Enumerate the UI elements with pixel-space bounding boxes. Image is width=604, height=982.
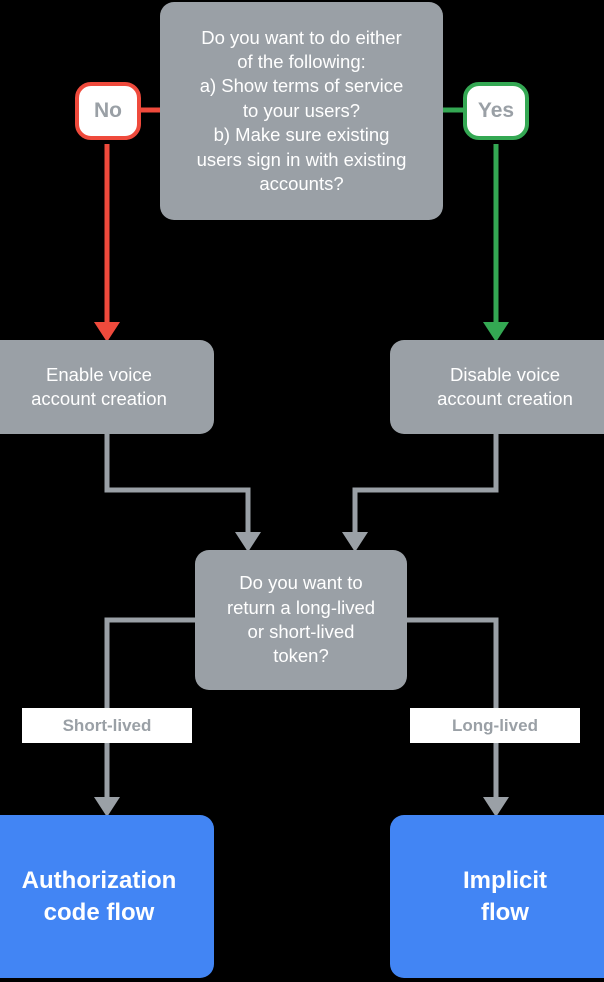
connector-disable-to-token — [352, 434, 499, 532]
arrowhead-yes-to-disable — [483, 322, 509, 342]
arrowhead-token-to-implicit — [483, 797, 509, 817]
edge-label-short-lived: Short-lived — [22, 708, 192, 743]
node-disable-voice-account-creation[interactable]: Disable voice account creation — [390, 340, 604, 434]
arrowhead-enable-to-token — [235, 532, 261, 552]
arrowhead-no-to-enable — [94, 322, 120, 342]
arrowhead-disable-to-token — [342, 532, 368, 552]
arrowhead-token-to-authorization — [94, 797, 120, 817]
badge-no[interactable]: No — [75, 82, 141, 140]
edge-label-long-lived: Long-lived — [410, 708, 580, 743]
decision-node-token-lifetime[interactable]: Do you want to return a long-lived or sh… — [195, 550, 407, 690]
decision-node-terms-and-existing-users[interactable]: Do you want to do either of the followin… — [160, 2, 443, 220]
badge-yes[interactable]: Yes — [463, 82, 529, 140]
node-implicit-flow[interactable]: Implicit flow — [390, 815, 604, 978]
node-authorization-code-flow[interactable]: Authorization code flow — [0, 815, 214, 978]
connector-enable-to-token — [104, 434, 251, 532]
node-enable-voice-account-creation[interactable]: Enable voice account creation — [0, 340, 214, 434]
